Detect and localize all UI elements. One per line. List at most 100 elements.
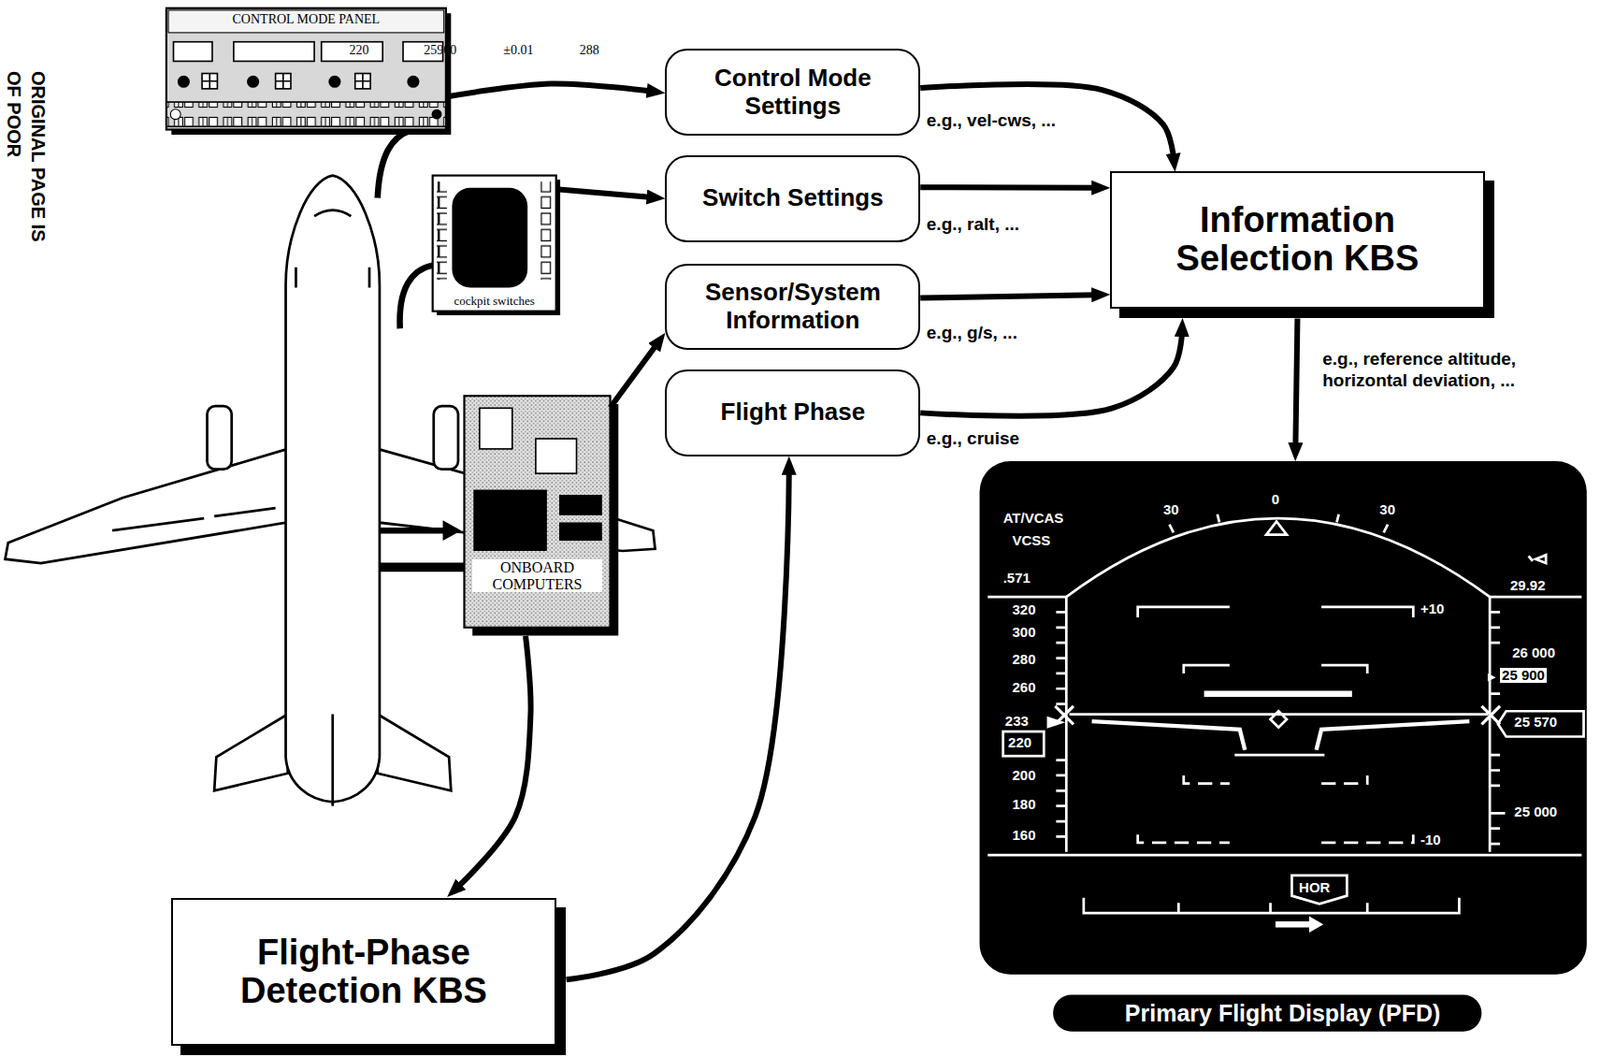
display-reading: 300: [1011, 624, 1036, 641]
control-mode-panel-part: [173, 42, 213, 62]
text-block: Information Selection KBS: [1147, 201, 1447, 280]
control-mode-panel-part: [355, 73, 371, 89]
primary-flight-display-part-part: [1138, 606, 1414, 618]
display-reading: AT/VCAS: [1003, 510, 1065, 527]
left-flap: [112, 507, 276, 531]
process-box: Switch Settings: [664, 155, 921, 243]
arrow-head: [443, 519, 462, 541]
node-label: Flight Phase: [720, 398, 866, 427]
left-wing: [4, 448, 288, 563]
primary-flight-display-part-part: [1003, 731, 1045, 756]
page-stamp: ORIGINAL PAGE IS: [28, 71, 49, 243]
fuselage: [286, 175, 380, 803]
primary-flight-display-part-part: [1183, 775, 1368, 784]
node-label: Flight-Phase Detection KBS: [209, 933, 519, 1012]
left-engine: [207, 405, 232, 470]
flow-arrow: [446, 83, 653, 97]
primary-flight-display-part-part: [1270, 710, 1287, 727]
control-mode-panel-part: [328, 75, 341, 88]
control-mode-panel-part: [432, 109, 443, 120]
control-mode-panel-part: [233, 42, 315, 62]
flow-arrow: [556, 188, 653, 198]
process-box: Control Mode Settings: [664, 48, 921, 136]
primary-flight-display-part-part: [1069, 712, 1488, 716]
control-mode-panel-part: [275, 73, 291, 89]
primary-flight-display-part: [1487, 673, 1497, 682]
primary-flight-display-part-part: [1066, 518, 1490, 597]
node-label: ONBOARD COMPUTERS: [472, 559, 603, 592]
kbs-box: Information Selection KBS: [1109, 171, 1485, 308]
primary-flight-display-part: [1047, 716, 1067, 729]
display-reading: 0: [1271, 491, 1280, 508]
text-block: Flight-Phase Detection KBS: [209, 933, 519, 1012]
node-label: Control Mode Settings: [680, 64, 906, 121]
cockpit-switches-panel-part: [451, 187, 528, 289]
display-value: 288: [569, 43, 610, 58]
primary-flight-display-part-part: [1489, 596, 1582, 852]
primary-flight-display-part-part: [1528, 554, 1547, 563]
node-label: Information Selection KBS: [1147, 201, 1447, 280]
display-reading: 260: [1011, 679, 1036, 696]
right-stabilizer: [377, 714, 452, 792]
signal-lines-part: [379, 527, 446, 534]
display-value: 25900: [400, 43, 481, 58]
display-reading: 25 000: [1513, 804, 1557, 821]
control-mode-panel-part: [355, 73, 371, 89]
display-reading: 220: [1008, 735, 1032, 751]
primary-flight-display-part: [980, 461, 1587, 975]
primary-flight-display-part-part: [1204, 690, 1353, 697]
edge-label: e.g., g/s, ...: [926, 322, 1018, 345]
display-value: ±0.01: [488, 43, 549, 58]
kbs-box: Flight-Phase Detection KBS: [171, 897, 556, 1046]
primary-flight-display-part-part: [1498, 710, 1585, 736]
node-label: CONTROL MODE PANEL: [166, 13, 447, 27]
right-engine: [433, 405, 459, 470]
process-box: Flight Phase: [664, 369, 921, 457]
primary-flight-display-part-part: [987, 853, 1582, 857]
control-mode-panel-part: [166, 101, 447, 127]
display-reading: +10: [1420, 601, 1444, 618]
primary-flight-display-part-part: [1183, 664, 1368, 674]
airplane: [4, 175, 655, 807]
primary-flight-display-part: [987, 514, 1584, 913]
control-mode-panel-part: [177, 75, 190, 88]
flow-arrow: [1295, 317, 1298, 448]
node-label: Primary Flight Display (PFD): [1052, 994, 1513, 1032]
flow-arrow: [920, 331, 1182, 417]
control-panel: CONTROL MODE PANEL22025900±0.01288: [166, 8, 447, 130]
flow-arrow: [610, 343, 659, 408]
display-reading: 30: [1163, 502, 1180, 519]
primary-flight-display-part-part: [1054, 706, 1500, 725]
display-reading: 160: [1011, 827, 1036, 844]
text-block: Switch Settings: [702, 184, 884, 213]
edge-label: e.g., cruise: [926, 428, 1020, 450]
node-label: Switch Settings: [702, 184, 884, 213]
primary-flight-display-part: [1275, 915, 1324, 932]
text-block: Flight Phase: [720, 398, 866, 427]
primary-flight-display-part-part: [987, 596, 1067, 852]
text-block: Control Mode Settings: [680, 64, 906, 121]
display-reading: 200: [1011, 767, 1036, 784]
edge-label: e.g., reference altitude, horizontal dev…: [1322, 348, 1596, 392]
flow-arrow: [920, 84, 1174, 159]
node-label: Sensor/System Information: [680, 278, 906, 335]
primary-flight-display-part-part: [1234, 753, 1325, 757]
onboard-computers: [463, 395, 619, 635]
flow-arrow: [920, 294, 1097, 298]
left-stabilizer: [214, 714, 289, 792]
control-mode-panel-part: [201, 73, 217, 89]
display-reading: HOR: [1298, 879, 1330, 896]
control-mode-panel-part: [170, 109, 181, 120]
onboard-computers-part: [559, 521, 603, 541]
primary-flight-display-part-part: [1138, 834, 1414, 843]
display-reading: 29.92: [1510, 577, 1546, 594]
primary-flight-display-part-part: [1083, 897, 1460, 913]
flow-arrow: [456, 635, 531, 889]
onboard-computers-part: [479, 407, 513, 449]
cockpit-switches-panel: [432, 175, 561, 316]
primary-flight-display-part-part: [1489, 611, 1505, 844]
control-mode-panel-part: [275, 73, 291, 89]
windshield: [314, 210, 351, 217]
computer-unit: ONBOARD COMPUTERS: [463, 395, 610, 628]
text-block: Sensor/System Information: [680, 278, 906, 335]
